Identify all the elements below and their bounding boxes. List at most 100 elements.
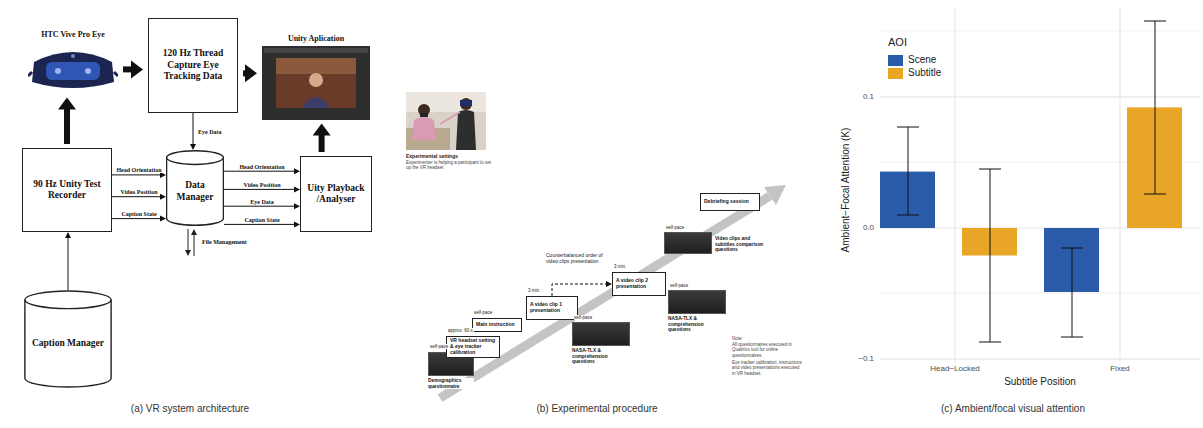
arrowhead — [245, 64, 257, 82]
arrowhead — [160, 194, 166, 200]
connector-line — [224, 206, 295, 207]
procedure-step: A video clip 2 presentation — [612, 272, 666, 296]
experiment-photo — [440, 112, 460, 124]
screen-image — [276, 58, 356, 74]
screen-image — [276, 58, 356, 108]
cylinder-outline — [25, 300, 111, 387]
bar — [880, 107, 1182, 292]
connector-line — [64, 109, 70, 144]
connector-line — [319, 135, 325, 152]
chart-grid — [880, 8, 1200, 362]
screen-image — [302, 97, 330, 108]
node-label: HTC Vive Pro Eye — [28, 30, 118, 40]
file-management-arrows — [191, 229, 197, 235]
connector-line — [112, 196, 161, 197]
text-label: File Management — [202, 239, 247, 246]
node-label: Main instruction — [476, 322, 518, 328]
screenshot-thumb — [572, 322, 630, 346]
error-bar — [979, 342, 1001, 343]
experiment-photo — [420, 113, 428, 117]
screen-image — [264, 48, 368, 53]
database-cylinder: Caption Manager — [24, 290, 112, 388]
headset-image — [28, 42, 118, 94]
error-bar — [897, 127, 919, 128]
procedure-step: VR headset setting & eye tracker calibra… — [446, 336, 500, 358]
headset-image — [28, 72, 32, 76]
edge-label: Caption State — [120, 211, 157, 217]
node-label: Debriefing session — [704, 199, 756, 205]
screen-image — [262, 46, 370, 120]
error-bar — [1061, 337, 1083, 338]
text-label: Ambient−Focal Attention (K) — [840, 128, 852, 253]
error-bar — [1155, 21, 1156, 194]
node-label: 120 Hz Thread Capture Eye Tracking Data — [153, 48, 233, 82]
screen-image — [262, 46, 370, 120]
application-screenshot: Unity Aplication — [262, 34, 370, 120]
experiment-photo — [406, 92, 486, 150]
node-label: Caption Manager — [32, 338, 104, 349]
process-box: 90 Hz Unity Test Recorder — [22, 148, 112, 232]
connector — [313, 124, 331, 152]
text-label: self-pace — [474, 310, 492, 315]
node-label: Unity Aplication — [262, 34, 370, 44]
questionnaire-step: NASA-TLX & comprehension questions — [572, 322, 630, 365]
file-management-arrows — [185, 229, 197, 256]
chart-grid — [955, 8, 956, 362]
edge-label: Eye Data — [249, 199, 275, 205]
text-label: AOI — [888, 36, 907, 49]
screen-image — [309, 73, 323, 87]
edge-label: Caption State — [243, 217, 280, 223]
connector — [190, 113, 196, 150]
screenshot-thumb — [668, 290, 726, 314]
legend-swatch — [888, 55, 903, 66]
procedure-step: A video clip 1 presentation — [526, 296, 578, 320]
cylinder-outline — [167, 151, 224, 165]
arrowhead — [131, 60, 143, 78]
text-label: approx. 60 s. — [448, 328, 474, 333]
connector-line — [68, 237, 69, 290]
chart-grid — [880, 293, 1200, 294]
process-box: 120 Hz Thread Capture Eye Tracking Data — [148, 18, 238, 113]
edge-label: Video Position — [120, 189, 159, 195]
connector-line — [112, 174, 161, 175]
text-label: self-pace — [574, 315, 592, 320]
headset-image — [46, 62, 100, 80]
text-label: Experimental settings — [406, 153, 458, 159]
experiment-photo — [418, 104, 430, 116]
edge-label: Video Position — [243, 182, 282, 188]
text-label: −0.1 — [858, 354, 874, 364]
error-bar — [1061, 248, 1083, 249]
arrowhead — [65, 232, 71, 238]
questionnaire-step: Video clips and subtitles comparison que… — [664, 232, 772, 254]
text-label: Experimenter is helping a participant to… — [406, 160, 494, 171]
process-box: Uity Playback /Analyser — [300, 156, 372, 232]
connector — [58, 98, 76, 144]
text-label: self-pace — [430, 344, 448, 349]
node-label: Video clips and subtitles comparison que… — [715, 236, 771, 253]
text-label: 0.1 — [863, 92, 874, 102]
chart-grid — [880, 31, 1200, 32]
text-label: (b) Experimental procedure — [536, 403, 657, 415]
screen-image — [262, 46, 370, 120]
connector-line — [552, 284, 607, 296]
arrowhead — [313, 124, 331, 136]
chart-grid — [880, 97, 1200, 98]
node-label: 90 Hz Unity Test Recorder — [27, 179, 107, 202]
text-label: (a) VR system architecture — [131, 403, 249, 415]
chart-grid — [880, 359, 1200, 360]
node-label: NASA-TLX & comprehension questions — [668, 316, 726, 333]
node-label: Demographics questionnaire — [428, 378, 474, 389]
text-label: self-pace — [666, 225, 684, 230]
node-label: Uity Playback /Analyser — [305, 183, 367, 206]
procedure-flow-arrow — [764, 185, 786, 205]
error-bar — [1144, 194, 1166, 195]
error-bar — [1072, 248, 1073, 337]
text-label: All questionnaires executed in Qualtrics… — [732, 342, 804, 358]
edge-label: Head Orientation — [115, 167, 162, 173]
experiment-photo — [460, 98, 472, 110]
connector-line — [224, 224, 295, 225]
headset-image — [71, 54, 75, 58]
connector-line — [224, 171, 295, 172]
text-label: Counterbalanced order of video clips pre… — [546, 252, 614, 264]
legend-swatch — [888, 68, 903, 79]
